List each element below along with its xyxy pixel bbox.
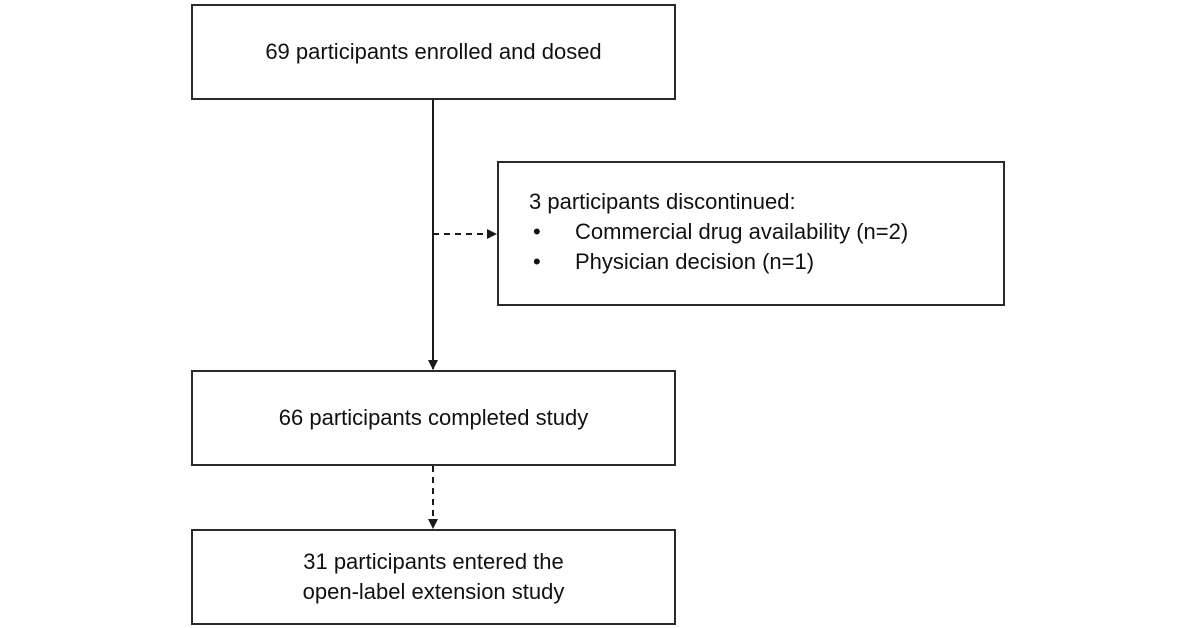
discontinued-title: 3 participants discontinued: <box>529 189 796 214</box>
discontinued-reason-item: • Commercial drug availability (n=2) <box>529 217 1003 247</box>
extension-text-line2: open-label extension study <box>302 579 565 604</box>
discontinued-reason-text: Physician decision (n=1) <box>575 249 815 274</box>
extension-box: 31 participants entered the open-label e… <box>191 529 676 625</box>
completed-text: 66 participants completed study <box>278 405 589 430</box>
extension-text-line1: 31 participants entered the <box>303 549 564 574</box>
enrolled-text: 69 participants enrolled and dosed <box>265 39 602 64</box>
bullet-icon: • <box>533 249 541 274</box>
discontinued-reason-text: Commercial drug availability (n=2) <box>575 219 909 244</box>
bullet-icon: • <box>533 219 541 244</box>
enrolled-box: 69 participants enrolled and dosed <box>191 4 676 100</box>
discontinued-reason-item: • Physician decision (n=1) <box>529 247 1003 277</box>
completed-box: 66 participants completed study <box>191 370 676 466</box>
discontinued-reasons-list: • Commercial drug availability (n=2) • P… <box>529 217 1003 277</box>
discontinued-box: 3 participants discontinued: • Commercia… <box>497 161 1005 306</box>
